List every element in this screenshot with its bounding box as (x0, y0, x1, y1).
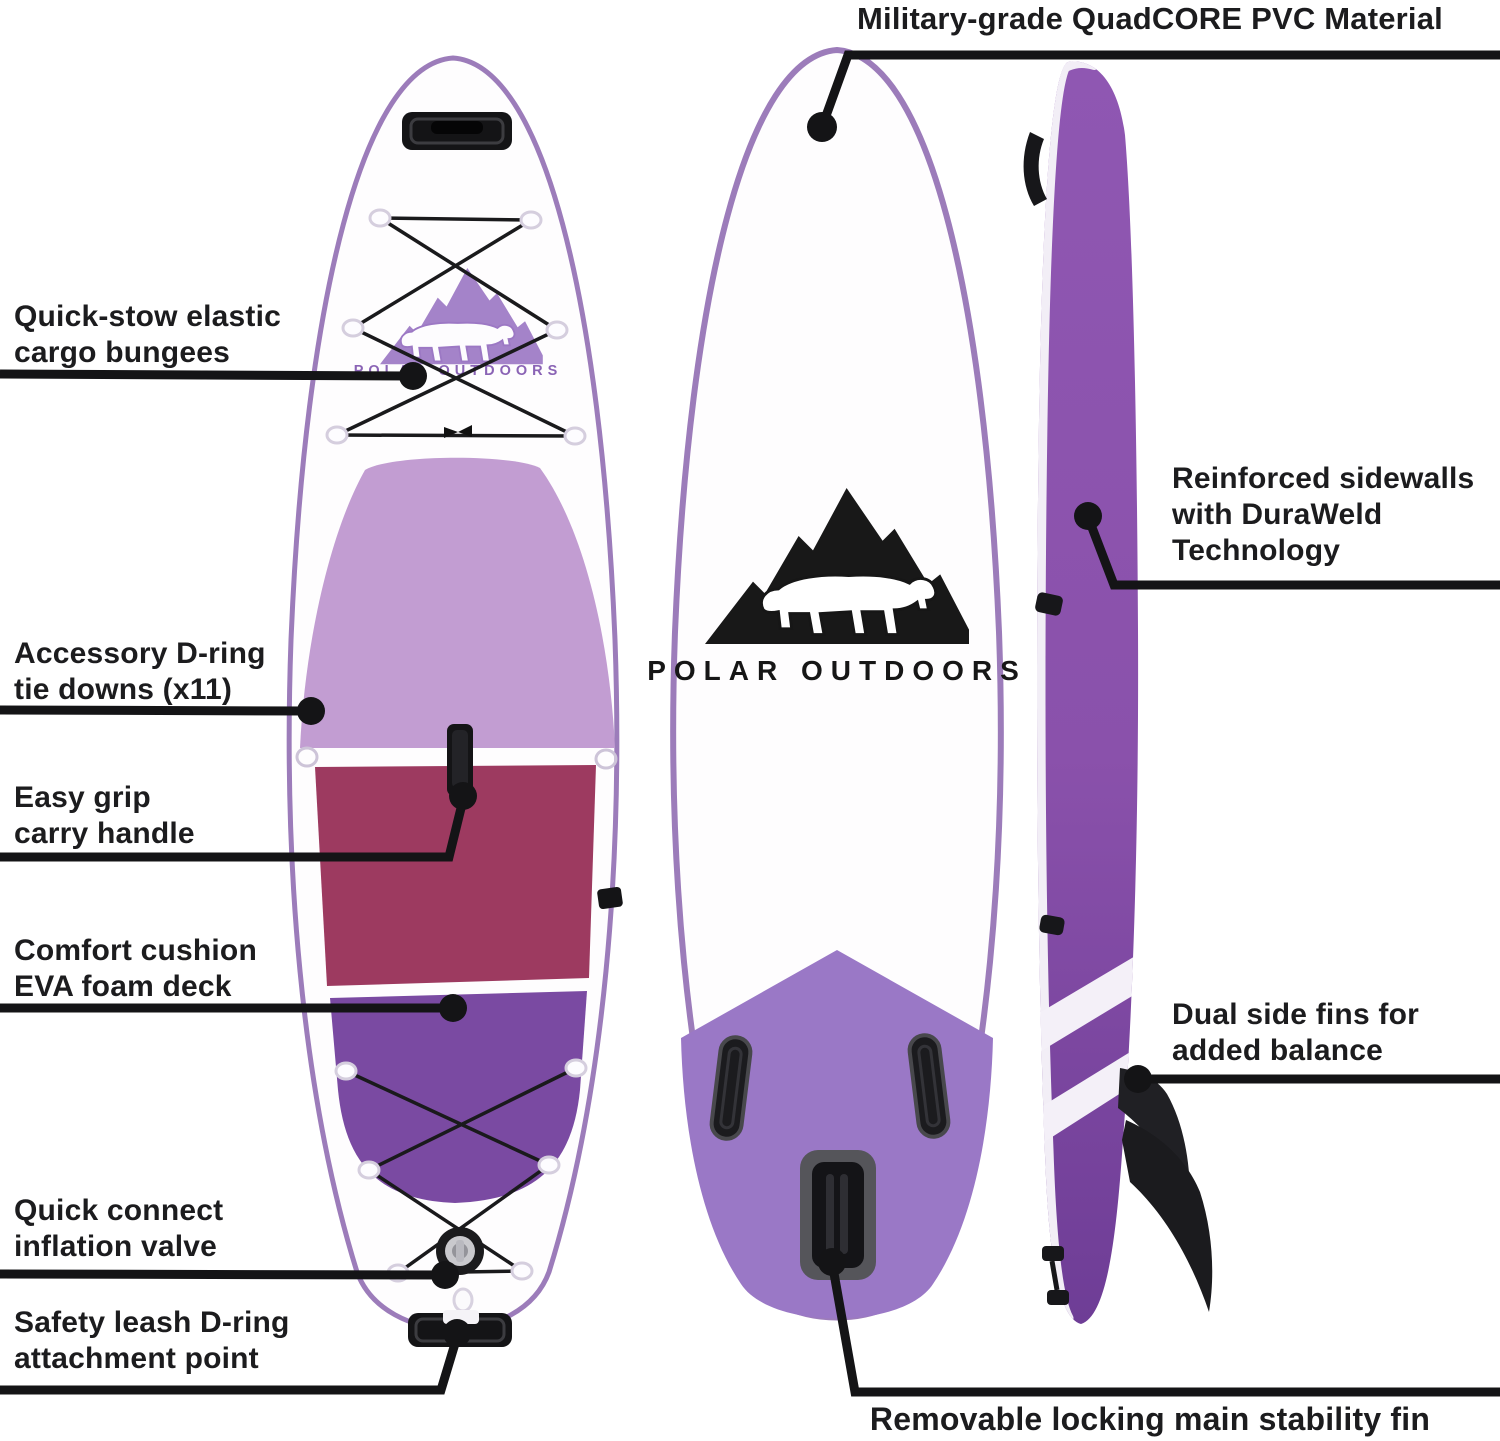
bungee-d-rings-nose (325, 208, 587, 446)
callout-line-mainfin (827, 1261, 1500, 1397)
deck-logo: POLAR OUTDOORS (354, 268, 557, 379)
label-mainfin: Removable locking main stability fin (869, 1401, 1431, 1437)
side-strap (1035, 592, 1063, 616)
side-stripe (1037, 952, 1139, 1053)
callout-dot-material (807, 112, 837, 142)
main-fin-box (800, 1150, 876, 1280)
board-side-view (1023, 61, 1213, 1324)
side-deck-edge (1037, 61, 1074, 1323)
deck-d-ring (594, 748, 618, 770)
side-tail-strap (1047, 1290, 1069, 1305)
deck-pad-berry (315, 765, 596, 986)
deck-d-ring (295, 746, 319, 768)
callout-dot-eva (439, 994, 467, 1022)
bungee-knot (444, 427, 458, 438)
board-top-view: POLAR OUTDOORS (286, 55, 623, 1347)
callout-line-handle (0, 798, 468, 862)
callout-dot-valve (431, 1261, 459, 1289)
nose-handle (402, 112, 512, 150)
side-fin-slot (907, 1033, 951, 1139)
bottom-logo: POLAR OUTDOORS (647, 488, 1027, 686)
label-leash: Safety leash D-ring attachment point (14, 1306, 290, 1375)
bottom-logo-text: POLAR OUTDOORS (647, 655, 1027, 686)
label-sidewalls: Reinforced sidewalls with DuraWeld Techn… (1172, 462, 1475, 567)
callout-dots (297, 112, 1152, 1347)
side-tail-leash (1049, 1260, 1060, 1291)
leash-d-ring (452, 1287, 474, 1313)
carry-handle (447, 724, 473, 796)
cargo-bungees-nose (336, 216, 576, 438)
callout-line-leash (0, 1335, 462, 1395)
side-fin-slot (709, 1035, 753, 1141)
label-handle: Easy grip carry handle (14, 781, 195, 850)
label-material: Military-grade QuadCORE PVC Material (857, 1, 1443, 36)
label-bungees: Quick-stow elastic cargo bungees (14, 300, 282, 369)
cargo-bungees-tail (345, 1066, 577, 1275)
bungee-d-rings-tail (334, 1058, 588, 1283)
label-drings: Accessory D-ring tie downs (x11) (14, 637, 266, 706)
side-d-ring-patch (597, 886, 623, 910)
deck-pad-purple (330, 991, 587, 1203)
deck-pad-lavender (300, 457, 615, 748)
callout-dot-sidefins (1124, 1065, 1152, 1093)
callout-dot-bungees (399, 362, 427, 390)
side-nose-strap (1023, 132, 1047, 206)
side-strap (1039, 914, 1065, 936)
callout-dot-drings (297, 697, 325, 725)
callout-dot-handle (449, 782, 477, 810)
callout-line-material (817, 50, 1500, 129)
callout-dot-sidewalls (1074, 502, 1102, 530)
callout-dot-leash (443, 1319, 471, 1347)
callout-dot-mainfin (818, 1248, 846, 1276)
side-stripe (1037, 1046, 1139, 1146)
label-sidefins: Dual side fins for added balance (1172, 998, 1419, 1067)
callout-line-bungees (0, 369, 414, 381)
label-valve: Quick connect inflation valve (14, 1194, 224, 1263)
label-eva: Comfort cushion EVA foam deck (14, 934, 257, 1003)
main-fin (1122, 1120, 1213, 1312)
callout-line-drings (0, 705, 312, 716)
callout-lines (0, 50, 1500, 1397)
bungee-knot (458, 425, 472, 437)
side-tail-strap (1042, 1246, 1064, 1261)
callout-line-valve (0, 1269, 446, 1280)
board-bottom-view: POLAR OUTDOORS (647, 46, 1027, 1321)
callout-line-sidewalls (1083, 515, 1500, 590)
